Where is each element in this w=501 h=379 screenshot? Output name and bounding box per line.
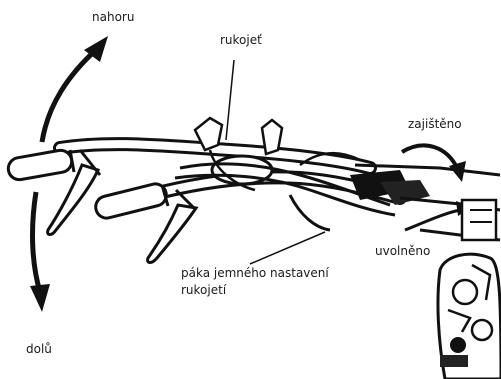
label-adjustment-lever-line2: rukojetí xyxy=(181,282,329,299)
label-up: nahoru xyxy=(92,10,134,25)
machine-body xyxy=(438,254,501,379)
label-locked: zajištěno xyxy=(408,117,462,132)
lower-handlebar xyxy=(93,177,400,262)
lever-leader-line xyxy=(250,232,325,264)
handle-leader-line xyxy=(226,60,234,140)
label-adjustment-lever-line1: páka jemného nastavení xyxy=(181,265,329,282)
label-adjustment-lever: páka jemného nastavení rukojetí xyxy=(181,265,329,299)
label-handle: rukojeť xyxy=(220,33,262,48)
down-arrowhead xyxy=(30,284,50,312)
up-arrow xyxy=(42,48,98,142)
label-down: dolů xyxy=(26,342,52,357)
released-arrow xyxy=(405,210,460,230)
label-released: uvolněno xyxy=(375,244,430,259)
down-arrow xyxy=(33,192,40,292)
locked-arrow xyxy=(402,145,457,168)
